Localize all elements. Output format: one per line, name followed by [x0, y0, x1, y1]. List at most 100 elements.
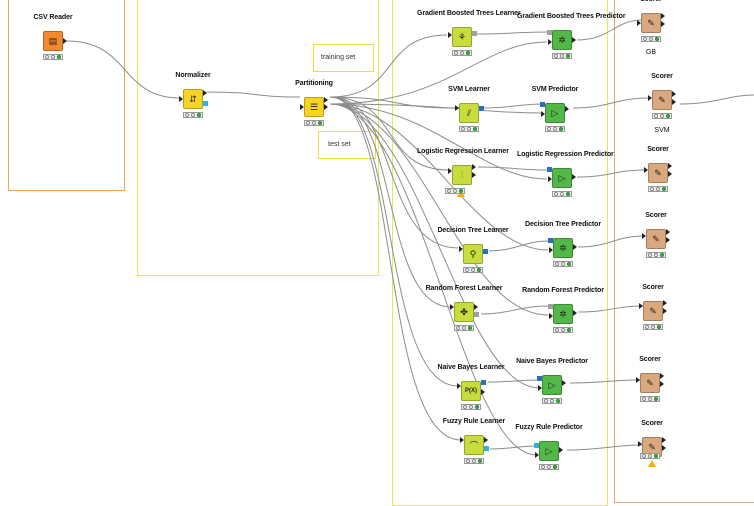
model-port[interactable] — [472, 31, 477, 36]
node-scorer-svm[interactable]: Scorer ✎ SVM — [617, 73, 707, 134]
node-gbt-predictor[interactable]: Gradient Boosted Trees Predictor ✲ — [517, 13, 626, 73]
output-port[interactable] — [63, 38, 67, 44]
input-port[interactable] — [639, 303, 643, 309]
input-port[interactable] — [638, 441, 642, 447]
node-fr-predictor[interactable]: Fuzzy Rule Predictor ▷ — [504, 424, 594, 484]
input-port[interactable] — [457, 383, 461, 389]
node-scorer-lr[interactable]: Scorer ✎ — [613, 146, 703, 206]
node-scorer-fr[interactable]: Scorer ✎ — [607, 420, 697, 480]
node-gbt-learner[interactable]: Gradient Boosted Trees Learner ⚘ — [417, 10, 521, 70]
input-port[interactable] — [300, 104, 304, 110]
output-port-2[interactable] — [661, 21, 665, 27]
node-scorer-nb[interactable]: Scorer ✎ — [605, 356, 695, 416]
node-normalizer[interactable]: Normalizer ⇵ — [148, 72, 238, 132]
input-port[interactable] — [538, 385, 542, 391]
output-port-train[interactable] — [324, 97, 328, 103]
output-port-2[interactable] — [660, 381, 664, 387]
output-port[interactable] — [660, 373, 664, 379]
node-dt-learner[interactable]: Decision Tree Learner ⚲ — [428, 227, 518, 287]
status-lights — [445, 188, 465, 194]
input-port[interactable] — [535, 452, 539, 458]
node-nb-predictor[interactable]: Naive Bayes Predictor ▷ — [507, 358, 597, 418]
output-port[interactable] — [481, 389, 485, 395]
normalize-icon: ⇵ — [183, 89, 203, 109]
node-svm-predictor[interactable]: SVM Predictor ▷ — [510, 86, 600, 146]
annotation-training-set[interactable]: training set — [313, 44, 374, 72]
output-port[interactable] — [474, 304, 478, 310]
output-port[interactable] — [661, 13, 665, 19]
output-port[interactable] — [572, 174, 576, 180]
output-port-2[interactable] — [668, 171, 672, 177]
input-port[interactable] — [644, 167, 648, 173]
output-port[interactable] — [565, 106, 569, 112]
output-port-2[interactable] — [472, 172, 476, 178]
node-nb-learner[interactable]: Naive Bayes Learner P(X) — [426, 364, 516, 424]
output-port[interactable] — [472, 164, 476, 170]
input-port[interactable] — [179, 96, 183, 102]
model-input-port[interactable] — [540, 102, 545, 107]
output-port[interactable] — [572, 37, 576, 43]
status-lights — [183, 112, 203, 118]
input-port[interactable] — [455, 105, 459, 111]
output-port[interactable] — [484, 437, 488, 443]
node-lr-predictor[interactable]: Logistic Regression Predictor ▷ — [517, 151, 614, 211]
output-port[interactable] — [203, 90, 207, 96]
input-port[interactable] — [648, 95, 652, 101]
output-port-2[interactable] — [666, 237, 670, 243]
node-csv-reader[interactable]: CSV Reader ▤ — [8, 14, 98, 74]
output-port[interactable] — [666, 229, 670, 235]
status-lights — [539, 464, 559, 470]
scorer-icon: ✎ — [646, 229, 666, 249]
model-port[interactable] — [479, 106, 484, 111]
input-port[interactable] — [548, 176, 552, 182]
output-port-test[interactable] — [324, 104, 328, 110]
output-port-2[interactable] — [663, 308, 667, 314]
node-fr-learner[interactable]: Fuzzy Rule Learner ⌒ — [429, 418, 519, 478]
node-rf-predictor[interactable]: Random Forest Predictor ✲ — [518, 287, 608, 347]
input-port[interactable] — [549, 313, 553, 319]
output-port-2[interactable] — [672, 99, 676, 105]
model-port[interactable] — [481, 380, 486, 385]
table-read-icon: ▤ — [43, 31, 63, 51]
node-scorer-rf[interactable]: Scorer ✎ — [608, 284, 698, 344]
model-port[interactable] — [483, 249, 488, 254]
input-port[interactable] — [642, 233, 646, 239]
model-input-port[interactable] — [547, 30, 552, 35]
model-port[interactable] — [474, 312, 479, 317]
input-port[interactable] — [448, 168, 452, 174]
status-lights — [304, 120, 324, 126]
node-rf-learner[interactable]: Random Forest Learner ✤ — [419, 285, 509, 345]
node-scorer-dt[interactable]: Scorer ✎ — [611, 212, 701, 272]
output-port-2[interactable] — [662, 445, 666, 451]
node-partitioning[interactable]: Partitioning ☰ — [269, 80, 359, 140]
input-port[interactable] — [637, 20, 641, 26]
input-port[interactable] — [548, 39, 552, 45]
model-port[interactable] — [203, 101, 208, 106]
input-port[interactable] — [450, 304, 454, 310]
output-port[interactable] — [573, 310, 577, 316]
node-label: SVM Learner — [448, 86, 490, 93]
model-input-port[interactable] — [537, 376, 542, 381]
node-dt-predictor[interactable]: Decision Tree Predictor ✲ — [518, 221, 608, 281]
output-port[interactable] — [559, 447, 563, 453]
output-port[interactable] — [662, 437, 666, 443]
input-port[interactable] — [636, 377, 640, 383]
output-port[interactable] — [663, 300, 667, 306]
model-input-port[interactable] — [548, 238, 553, 243]
model-input-port[interactable] — [534, 443, 539, 448]
node-svm-learner[interactable]: SVM Learner ⫽ — [424, 86, 514, 146]
model-input-port[interactable] — [547, 167, 552, 172]
output-port[interactable] — [668, 163, 672, 169]
node-lr-learner[interactable]: Logistic Regression Learner ⫶ — [417, 148, 509, 208]
output-port[interactable] — [672, 91, 676, 97]
output-port[interactable] — [573, 244, 577, 250]
model-port[interactable] — [484, 446, 489, 451]
input-port[interactable] — [541, 111, 545, 117]
input-port[interactable] — [448, 32, 452, 38]
model-input-port[interactable] — [548, 304, 553, 309]
input-port[interactable] — [549, 247, 553, 253]
output-port[interactable] — [562, 380, 566, 386]
input-port[interactable] — [460, 437, 464, 443]
node-scorer-gb[interactable]: Scorer ✎ GB — [606, 0, 696, 56]
input-port[interactable] — [459, 246, 463, 252]
